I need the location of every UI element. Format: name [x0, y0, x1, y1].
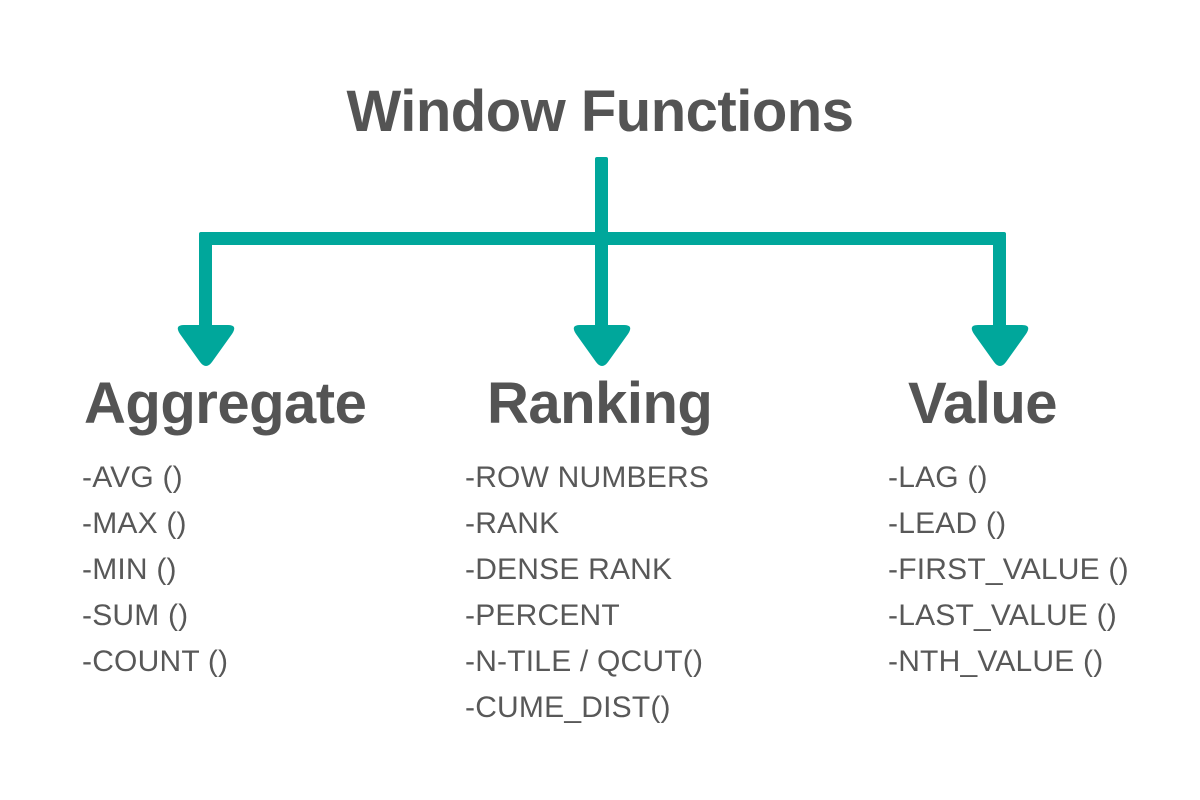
list-item: -N-TILE / QCUT()	[465, 645, 704, 678]
arrowhead-aggregate	[177, 325, 235, 366]
horizontal-bar	[199, 232, 1006, 245]
list-item: -RANK	[465, 507, 560, 540]
arrowhead-value	[971, 325, 1029, 366]
branch-value: Value -LAG () -LEAD () -FIRST_VALUE () -…	[888, 375, 1129, 685]
branch-heading-aggregate: Aggregate	[84, 371, 367, 436]
list-item: -PERCENT	[465, 599, 620, 632]
branch-ranking: Ranking -ROW NUMBERS -RANK -DENSE RANK -…	[465, 371, 713, 731]
list-item: -AVG ()	[82, 461, 183, 494]
branch-list-aggregate: -AVG () -MAX () -MIN () -SUM () -COUNT (…	[82, 455, 366, 685]
diagram-title: Window Functions	[346, 79, 854, 144]
list-item: -LAST_VALUE ()	[888, 599, 1117, 632]
stem-line	[595, 157, 608, 242]
list-item: -LEAD ()	[888, 507, 1007, 540]
list-item: -DENSE RANK	[465, 553, 673, 586]
drop-line-left	[199, 232, 212, 332]
list-item: -MAX ()	[82, 507, 187, 540]
branch-heading-ranking: Ranking	[487, 371, 713, 436]
list-item: -LAG ()	[888, 461, 988, 494]
branch-heading-value: Value	[908, 371, 1058, 436]
list-item: -SUM ()	[82, 599, 189, 632]
branch-list-ranking: -ROW NUMBERS -RANK -DENSE RANK -PERCENT …	[465, 455, 712, 731]
list-item: -FIRST_VALUE ()	[888, 553, 1129, 586]
list-item: -CUME_DIST()	[465, 691, 671, 724]
branch-aggregate: Aggregate -AVG () -MAX () -MIN () -SUM (…	[82, 371, 367, 685]
drop-line-right	[993, 232, 1006, 332]
list-item: -MIN ()	[82, 553, 177, 586]
list-item: -COUNT ()	[82, 645, 229, 678]
list-item: -ROW NUMBERS	[465, 461, 710, 494]
branch-list-value: -LAG () -LEAD () -FIRST_VALUE () -LAST_V…	[888, 455, 1129, 685]
list-item: -NTH_VALUE ()	[888, 645, 1104, 678]
drop-line-middle	[595, 232, 608, 332]
arrowhead-ranking	[573, 325, 631, 366]
